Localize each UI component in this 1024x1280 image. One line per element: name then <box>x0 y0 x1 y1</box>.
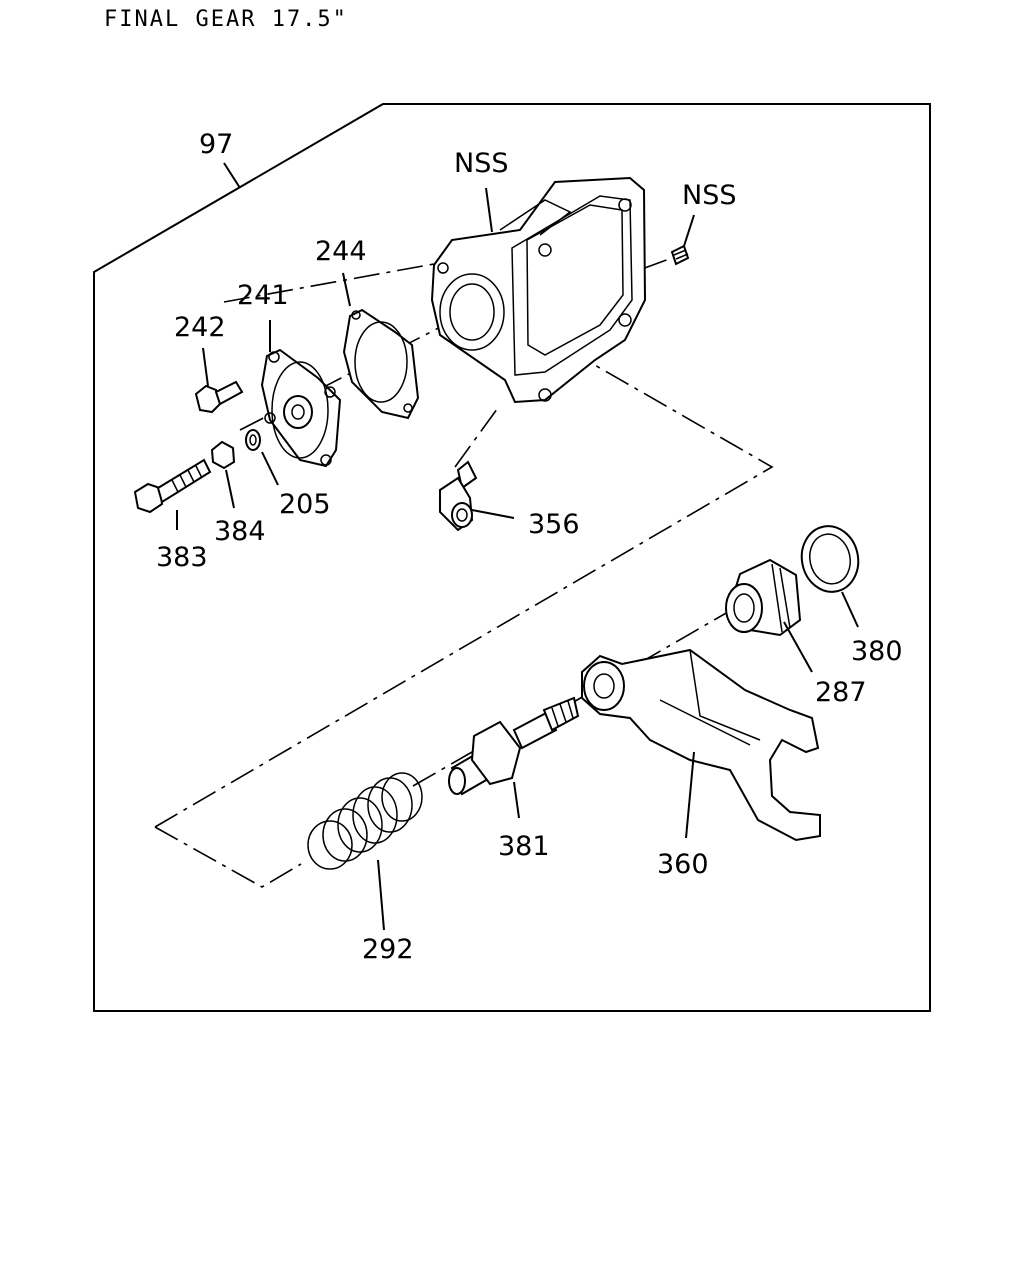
shaft <box>448 696 580 796</box>
nut <box>210 440 236 470</box>
diagram-title: FINAL GEAR 17.5" <box>104 7 348 32</box>
callout-242: 242 <box>174 312 226 343</box>
gasket <box>342 308 420 420</box>
bushing <box>725 558 802 637</box>
callout-380: 380 <box>851 636 903 667</box>
callout-97: 97 <box>199 129 233 160</box>
cover <box>260 348 342 468</box>
callout-205: 205 <box>279 489 331 520</box>
elbow-fitting <box>439 460 478 532</box>
housing <box>430 176 647 404</box>
callout-383: 383 <box>156 542 208 573</box>
bolt-383 <box>133 458 212 514</box>
callout-287: 287 <box>815 677 867 708</box>
plug-axis <box>641 257 673 270</box>
fork <box>581 648 821 842</box>
bolt-242 <box>194 380 244 414</box>
kit-boundary-line <box>154 344 774 828</box>
leader-lines <box>176 162 859 931</box>
callout-384: 384 <box>214 516 266 547</box>
ring <box>800 525 860 593</box>
callout-381: 381 <box>498 831 550 862</box>
plug <box>670 244 690 266</box>
callout-356: 356 <box>528 509 580 540</box>
kit-boundary-line-lower <box>154 826 302 888</box>
callout-nss-plug: NSS <box>682 180 736 211</box>
callout-241: 241 <box>237 280 289 311</box>
callout-360: 360 <box>657 849 709 880</box>
spring <box>307 772 423 870</box>
callout-292: 292 <box>362 934 414 965</box>
assembly-frame <box>93 103 931 1012</box>
callout-nss-housing: NSS <box>454 148 508 179</box>
callout-244: 244 <box>315 236 367 267</box>
washer <box>245 429 261 451</box>
